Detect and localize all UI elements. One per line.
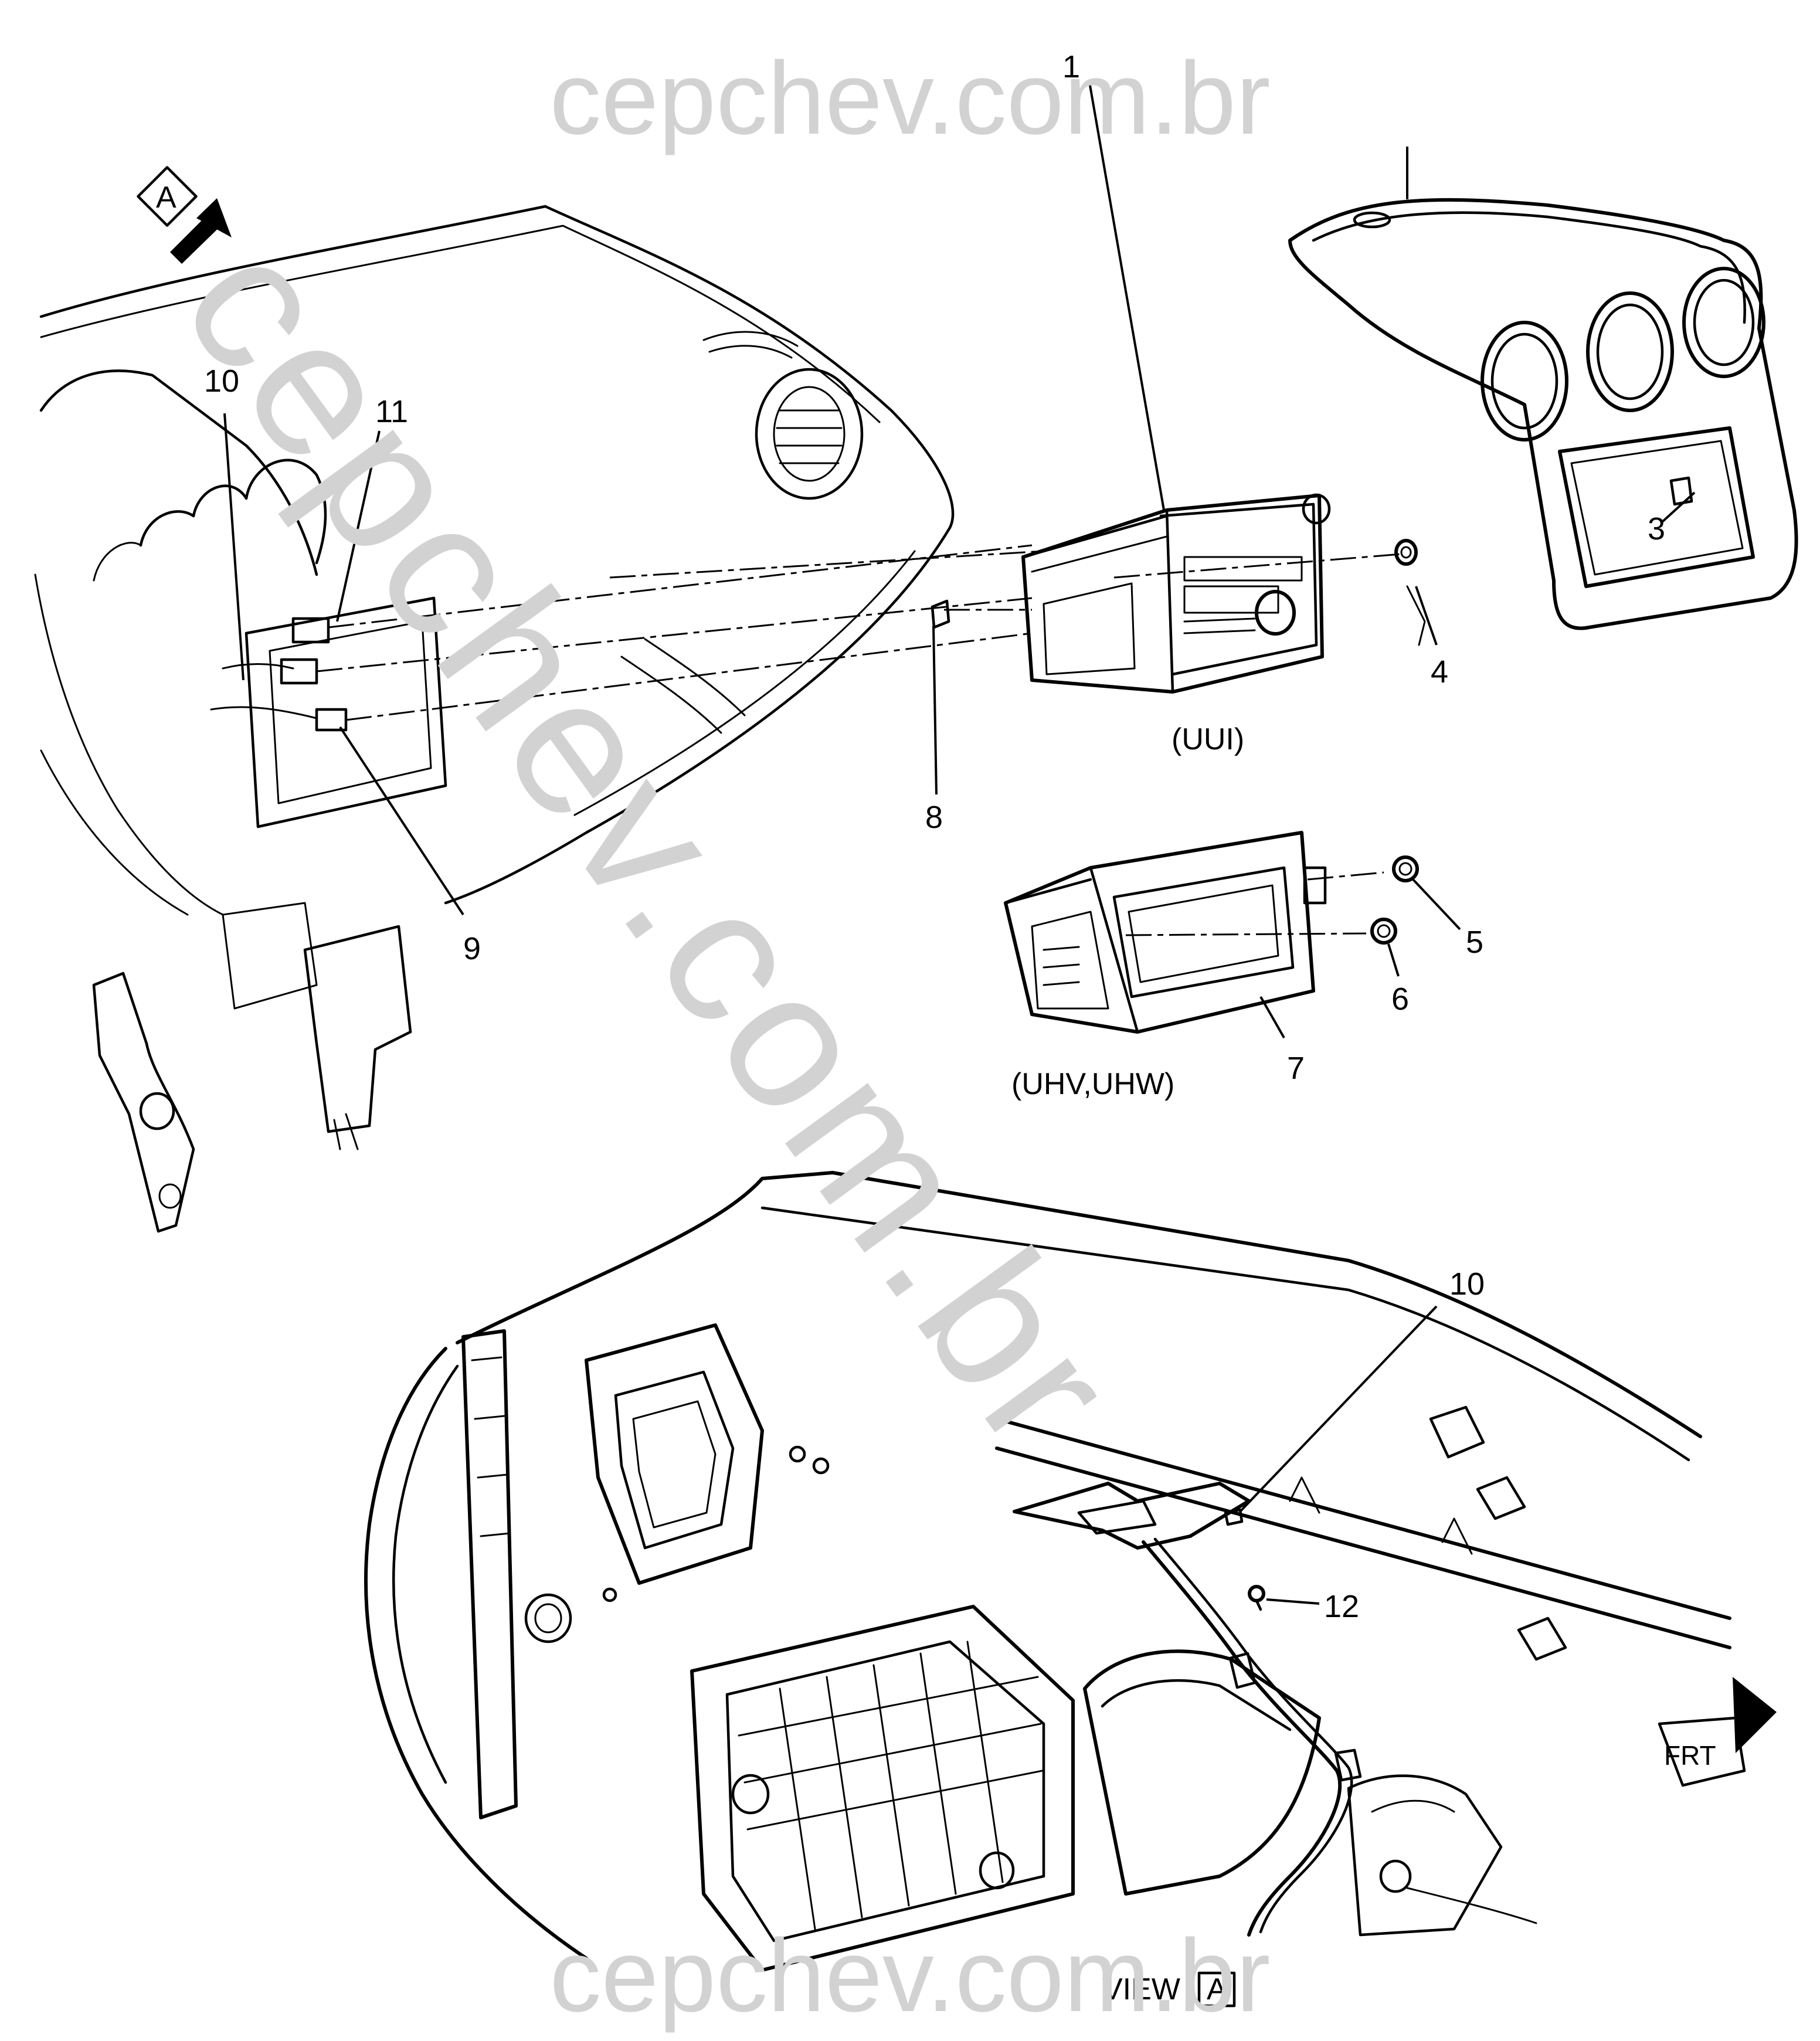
leader-lines <box>223 81 1696 1605</box>
part-6-nut <box>1370 918 1397 945</box>
callout-6: 6 <box>1391 982 1409 1017</box>
callout-12: 12 <box>1324 1589 1359 1624</box>
callout-9: 9 <box>463 931 481 966</box>
trim-bezel-part-3 <box>1288 198 1798 646</box>
part-12-screw <box>1248 1585 1265 1611</box>
view-arrow-letter: A <box>156 181 176 215</box>
callout-10-view-a: 10 <box>1449 1266 1485 1302</box>
antenna-bracket-part-10 <box>1013 1482 1251 1550</box>
instrument-panel-upper <box>34 205 955 1233</box>
variant-label-uhv-uhw: (UHV,UHW) <box>1011 1067 1174 1101</box>
radio-uhv-uhw-part-7 <box>1004 831 1327 1034</box>
part-4-bolt <box>1394 539 1418 566</box>
view-a-arrow: A <box>137 166 232 264</box>
view-caption-prefix: VIEW <box>1102 1972 1180 2006</box>
callout-10-top: 10 <box>204 364 239 399</box>
callout-3: 3 <box>1648 511 1665 546</box>
callout-8: 8 <box>925 800 943 835</box>
callout-labels: 1 3 4 5 6 7 8 9 10 10 11 12 <box>204 49 1665 1624</box>
front-arrow-icon: FRT <box>1658 1677 1777 1787</box>
watermark-bottom: cepchev.com.br <box>549 1918 1270 2033</box>
part-5-nut <box>1392 855 1419 882</box>
view-caption-letter: A <box>1207 1972 1227 2006</box>
variant-captions: (UUI) (UHV,UHW) <box>1011 722 1244 1101</box>
front-arrow-label: FRT <box>1664 1740 1716 1771</box>
antenna-cable <box>1142 1537 1362 1937</box>
callout-5: 5 <box>1466 925 1483 960</box>
radio-uui <box>1021 493 1331 694</box>
callout-11: 11 <box>375 394 408 429</box>
callout-7: 7 <box>1287 1051 1305 1086</box>
view-a-cross-car-beam <box>364 1171 1731 1972</box>
callout-4: 4 <box>1431 654 1448 690</box>
explode-lines <box>316 544 1402 936</box>
view-a-caption: VIEW A <box>1102 1971 1236 2008</box>
part-8-clip <box>931 599 950 629</box>
callout-1: 1 <box>1062 49 1080 84</box>
watermark-top: cepchev.com.br <box>549 41 1270 156</box>
variant-label-uui: (UUI) <box>1172 722 1244 756</box>
watermark-diagonal: cepchev.com.br <box>142 202 1160 1489</box>
